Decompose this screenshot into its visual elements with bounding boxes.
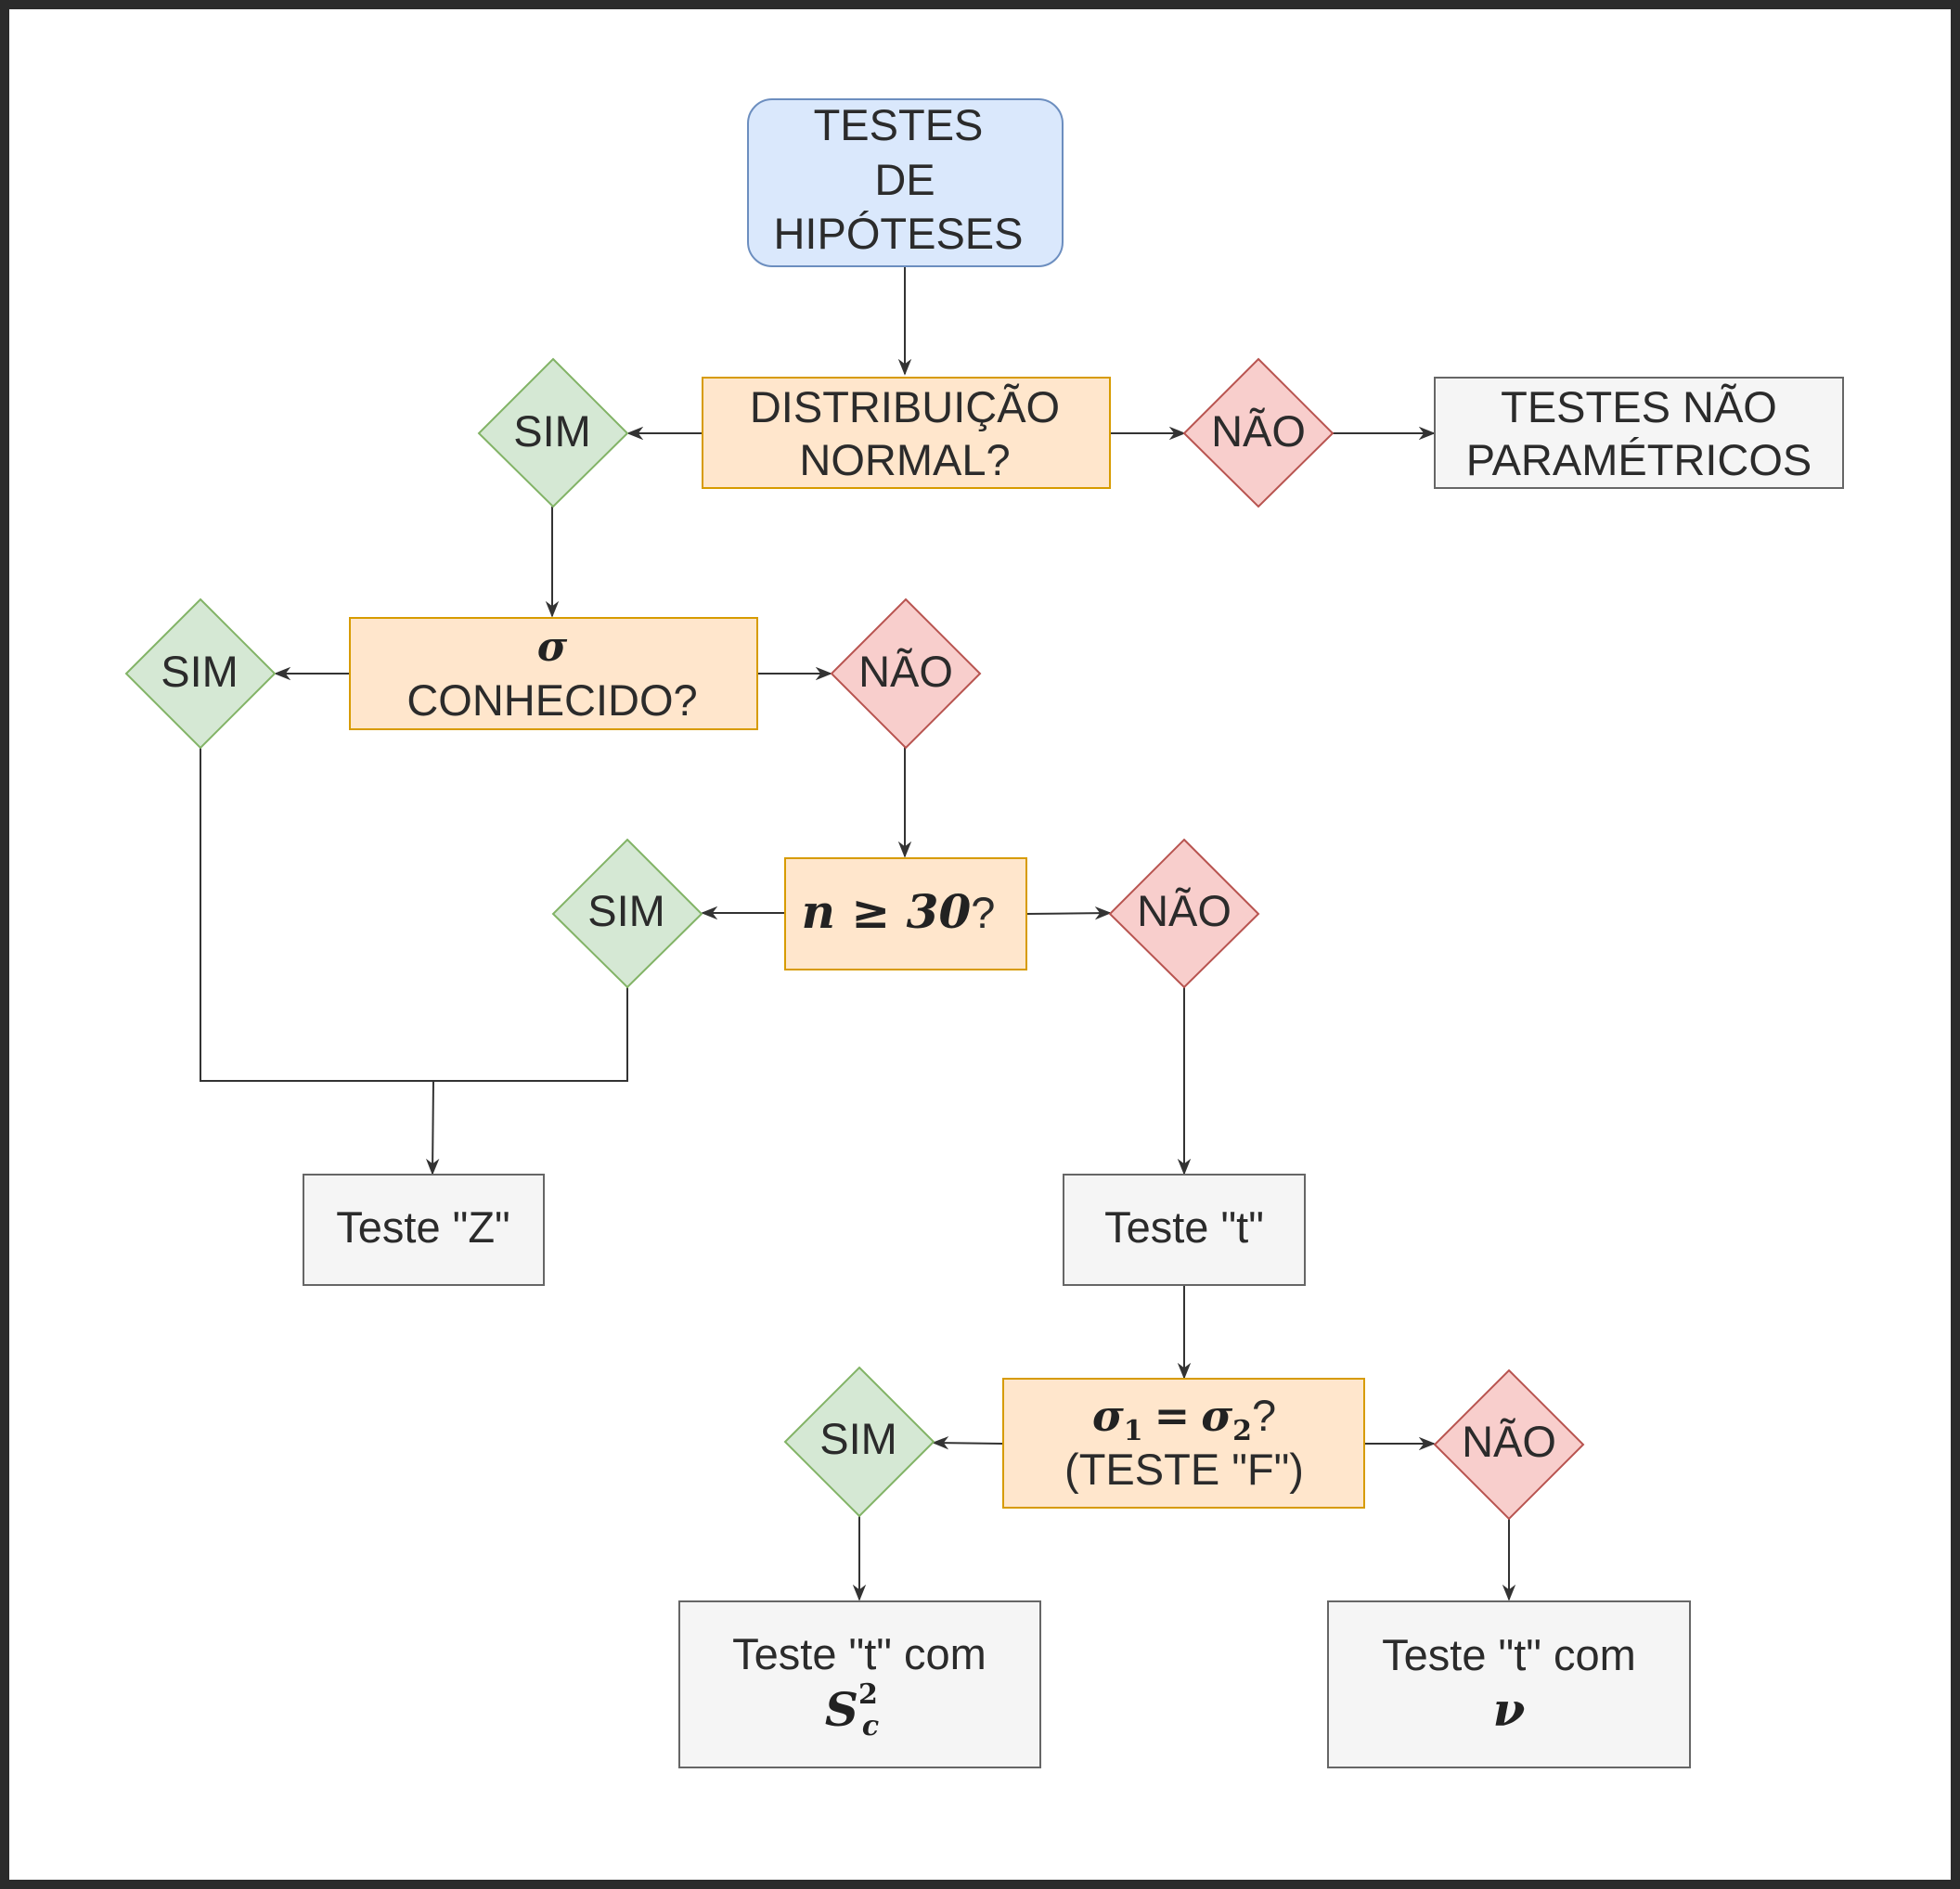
- nonparam-line2: PARAMÉTRICOS: [1466, 435, 1812, 484]
- sigma1-symbol: σ: [1092, 1391, 1124, 1441]
- no-label: NÃO: [1211, 406, 1306, 456]
- s-superscript: 2: [858, 1678, 878, 1711]
- no-label: NÃO: [858, 647, 953, 696]
- decision-normal-distribution: DISTRIBUIÇÃO NORMAL?: [702, 377, 1111, 489]
- s-symbol: S: [825, 1682, 858, 1737]
- nu-symbol: ν: [1493, 1682, 1526, 1737]
- n-expression: n ≥ 30: [802, 884, 972, 939]
- edge-n-to-no: [1025, 906, 1112, 920]
- var-condition: σ1=σ2?: [1092, 1391, 1276, 1447]
- start-line1: TESTES: [814, 100, 984, 149]
- q-normal-line1: DISTRIBUIÇÃO: [750, 382, 1060, 431]
- z-test-label: Teste "Z": [336, 1202, 509, 1252]
- decision-sigma-known: σ CONHECIDO?: [349, 617, 758, 730]
- no-diamond-var: NÃO: [1433, 1369, 1585, 1521]
- equals-sign: =: [1154, 1391, 1191, 1441]
- no-label: NÃO: [1137, 886, 1231, 935]
- yes-diamond-n: SIM: [551, 838, 703, 989]
- yes-label: SIM: [819, 1414, 897, 1463]
- result-t-test: Teste "t": [1063, 1174, 1306, 1286]
- start-line3: HIPÓTESES: [773, 209, 1023, 258]
- var-line2: (TESTE "F"): [1064, 1445, 1304, 1494]
- decision-equal-variances: σ1=σ2? (TESTE "F"): [1002, 1378, 1365, 1509]
- yes-label: SIM: [161, 647, 239, 696]
- t-nu-line1: Teste "t" com: [1382, 1630, 1636, 1679]
- connectors: [200, 266, 1516, 1601]
- start-node: TESTES DE HIPÓTESES: [747, 98, 1064, 267]
- no-diamond-n: NÃO: [1108, 838, 1260, 989]
- var-suffix: ?: [1252, 1391, 1276, 1440]
- n-condition: n ≥ 30?: [802, 884, 996, 939]
- q-normal-line2: NORMAL?: [799, 435, 1010, 484]
- edge-yes-merge: [200, 748, 628, 1082]
- start-line2: DE: [874, 155, 935, 204]
- yes-diamond-var: SIM: [783, 1366, 935, 1518]
- n-suffix: ?: [971, 888, 995, 937]
- no-diamond-normal: NÃO: [1182, 357, 1335, 508]
- sigma2-symbol: σ: [1201, 1391, 1232, 1441]
- t-pooled-line1: Teste "t" com: [732, 1629, 986, 1678]
- yes-diamond-sigma: SIM: [124, 598, 277, 750]
- result-t-nu: Teste "t" com ν: [1327, 1600, 1691, 1768]
- q-sigma-line2: CONHECIDO?: [406, 675, 697, 725]
- result-nonparametric: TESTES NÃO PARAMÉTRICOS: [1434, 377, 1844, 489]
- s-subscript: c: [862, 1710, 879, 1742]
- nonparam-line1: TESTES NÃO: [1501, 382, 1777, 431]
- yes-diamond-normal: SIM: [477, 357, 629, 508]
- t-test-label: Teste "t": [1104, 1202, 1264, 1252]
- yes-label: SIM: [587, 886, 665, 935]
- edge-var-to-yes: [932, 1436, 1003, 1450]
- sigma-symbol: σ: [537, 623, 568, 671]
- no-label: NÃO: [1462, 1417, 1556, 1466]
- sub-2: 2: [1232, 1415, 1252, 1447]
- edge-merge-to-z: [425, 1080, 440, 1176]
- result-z-test: Teste "Z": [303, 1174, 545, 1286]
- sub-1: 1: [1124, 1415, 1143, 1447]
- decision-sample-size: n ≥ 30?: [784, 857, 1027, 970]
- no-diamond-sigma: NÃO: [830, 598, 982, 750]
- yes-label: SIM: [513, 406, 591, 456]
